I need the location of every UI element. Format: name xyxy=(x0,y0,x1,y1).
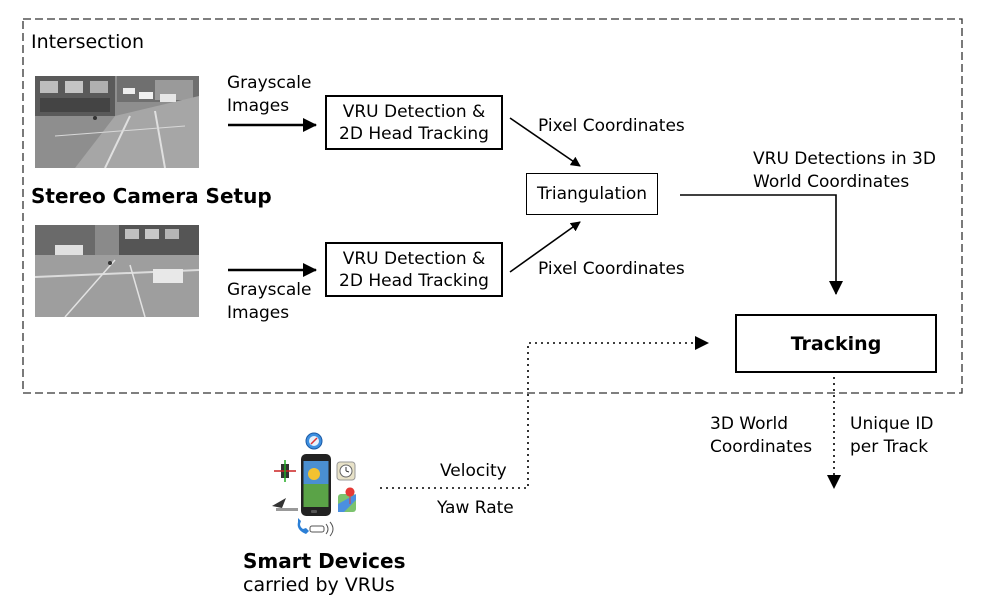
vru-detection-top-line1: VRU Detection & xyxy=(342,101,486,122)
arrow-devices-to-tracking xyxy=(380,336,709,489)
bottom-input-label-line1: Grayscale xyxy=(227,280,312,300)
smart-devices-title: Smart Devices xyxy=(243,549,406,573)
smart-devices-illustration xyxy=(268,432,364,544)
arrow-detect-bottom-to-triangulation xyxy=(509,221,581,273)
arrow-triangulation-to-tracking xyxy=(680,194,843,295)
vru-detection-box-bottom: VRU Detection & 2D Head Tracking xyxy=(325,242,503,297)
camera-image-bottom xyxy=(35,225,199,317)
accelerometer-icon xyxy=(274,460,296,482)
vru-detection-top-line2: 2D Head Tracking xyxy=(339,123,489,144)
smartphone-icon xyxy=(301,454,331,516)
world-coordinates-label-line1: 3D World xyxy=(710,414,789,434)
bottom-input-label-line2: Images xyxy=(227,303,290,323)
pixel-coordinates-bottom-label: Pixel Coordinates xyxy=(538,259,685,279)
pixel-coordinates-top-label: Pixel Coordinates xyxy=(538,116,685,136)
maps-icon xyxy=(338,487,356,512)
stereo-camera-setup-label: Stereo Camera Setup xyxy=(31,184,272,208)
smart-devices-subtitle: carried by VRUs xyxy=(243,574,395,596)
safari-compass-icon xyxy=(305,432,323,450)
vru-detection-bottom-line2: 2D Head Tracking xyxy=(339,270,489,291)
tracking-box: Tracking xyxy=(735,314,937,373)
top-input-label-line2: Images xyxy=(227,96,290,116)
world-coordinates-label-line2: Coordinates xyxy=(710,437,813,457)
gps-icon xyxy=(272,498,298,511)
intersection-region xyxy=(22,18,963,394)
clock-icon xyxy=(336,461,356,481)
arrow-detect-top-to-triangulation xyxy=(509,117,581,167)
unique-id-label-line1: Unique ID xyxy=(850,414,934,434)
triangulation-box: Triangulation xyxy=(526,173,658,215)
region-label: Intersection xyxy=(31,31,145,53)
yaw-rate-label: Yaw Rate xyxy=(437,498,514,518)
velocity-label: Velocity xyxy=(440,461,507,481)
phone-icon xyxy=(297,518,334,537)
top-input-label-line1: Grayscale xyxy=(227,73,312,93)
vru-3d-detections-label-line1: VRU Detections in 3D xyxy=(753,149,936,169)
vru-3d-detections-label-line2: World Coordinates xyxy=(753,172,910,192)
camera-image-top xyxy=(35,76,199,168)
vru-detection-box-top: VRU Detection & 2D Head Tracking xyxy=(325,95,503,150)
unique-id-label-line2: per Track xyxy=(850,437,929,457)
vru-detection-bottom-line1: VRU Detection & xyxy=(342,248,486,269)
